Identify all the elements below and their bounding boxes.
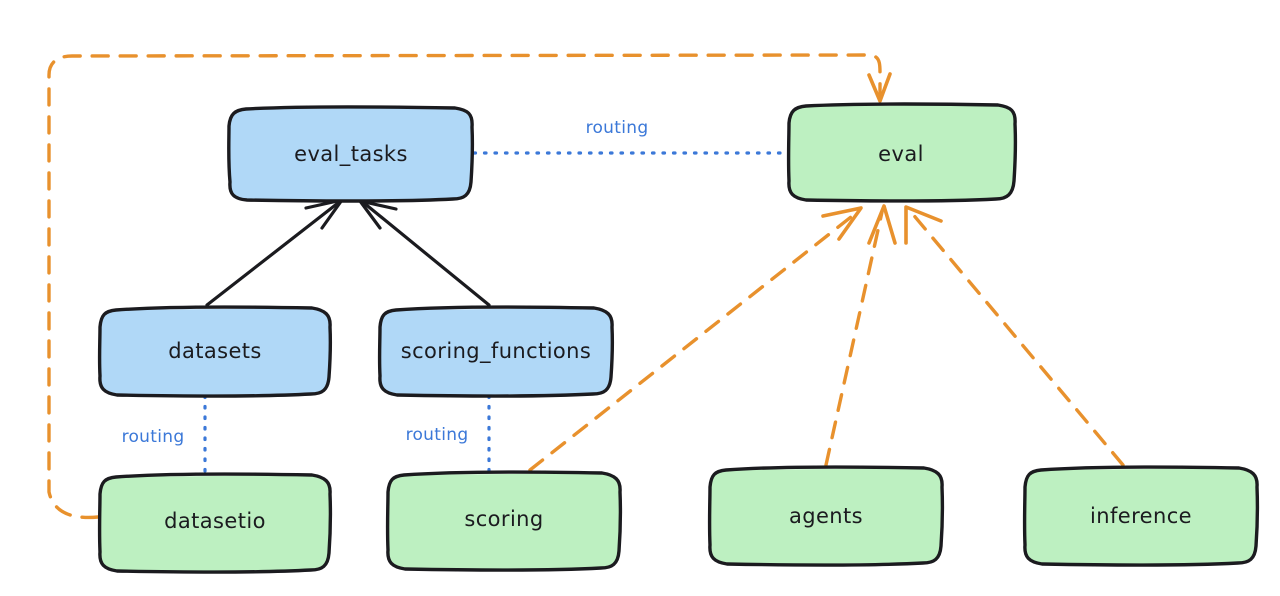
edge-group-dependencies (47, 53, 1125, 520)
edge-datasets-eval_tasks[interactable] (205, 198, 344, 307)
edge-agents-eval[interactable] (824, 204, 897, 467)
node-agents-label: agents (789, 504, 863, 528)
node-scoring-border (385, 470, 623, 572)
node-scoring-label: scoring (464, 507, 543, 531)
arrowhead-scoring-eval (821, 206, 863, 241)
edge-label-routing-datasets-datasetio: routing (122, 427, 185, 447)
node-eval_tasks-border (227, 105, 475, 203)
arrowhead-inference-eval (904, 205, 943, 245)
node-datasetio-border (97, 472, 333, 574)
node-scoring_functions-fill (380, 308, 612, 395)
node-agents-border (707, 465, 945, 567)
edge-datasetio-eval[interactable] (47, 53, 892, 520)
node-eval-fill (789, 105, 1015, 200)
edge-inference-eval[interactable] (904, 205, 1125, 467)
edge-group-routing (203, 151, 788, 476)
node-datasetio-fill (100, 475, 330, 571)
edge-label-group: routing routing routing (122, 118, 649, 447)
arrowhead-datasetio-eval (867, 72, 892, 103)
node-eval_tasks[interactable]: eval_tasks (227, 105, 475, 203)
edge-scoring_functions-eval_tasks[interactable] (358, 199, 491, 307)
node-eval-border (786, 102, 1018, 203)
node-eval[interactable]: eval (786, 102, 1018, 203)
node-agents[interactable]: agents (707, 465, 945, 567)
node-scoring[interactable]: scoring (385, 470, 623, 572)
node-agents-fill (710, 468, 942, 564)
node-datasetio[interactable]: datasetio (97, 472, 333, 574)
node-eval_tasks-fill (229, 108, 472, 200)
node-datasets-label: datasets (168, 339, 262, 363)
node-datasets[interactable]: datasets (97, 305, 333, 398)
node-scoring_functions-border (377, 305, 615, 398)
node-datasets-border (97, 305, 333, 398)
edge-scoring-eval[interactable] (528, 206, 863, 472)
edge-group-solid (205, 198, 491, 307)
node-inference[interactable]: inference (1022, 465, 1260, 567)
node-eval-label: eval (878, 142, 924, 166)
node-datasetio-label: datasetio (164, 509, 266, 533)
node-inference-label: inference (1090, 504, 1192, 528)
node-inference-border (1022, 465, 1260, 567)
node-eval_tasks-label: eval_tasks (294, 142, 408, 167)
edge-label-routing-scoring_functions-scoring: routing (406, 425, 469, 445)
node-scoring_functions-label: scoring_functions (401, 339, 591, 364)
node-inference-fill (1025, 468, 1257, 564)
edge-label-routing-eval_tasks-eval: routing (586, 118, 649, 138)
node-scoring-fill (388, 473, 620, 569)
node-scoring_functions[interactable]: scoring_functions (377, 305, 615, 398)
node-datasets-fill (100, 308, 330, 395)
arrowhead-agents-eval (867, 204, 897, 245)
